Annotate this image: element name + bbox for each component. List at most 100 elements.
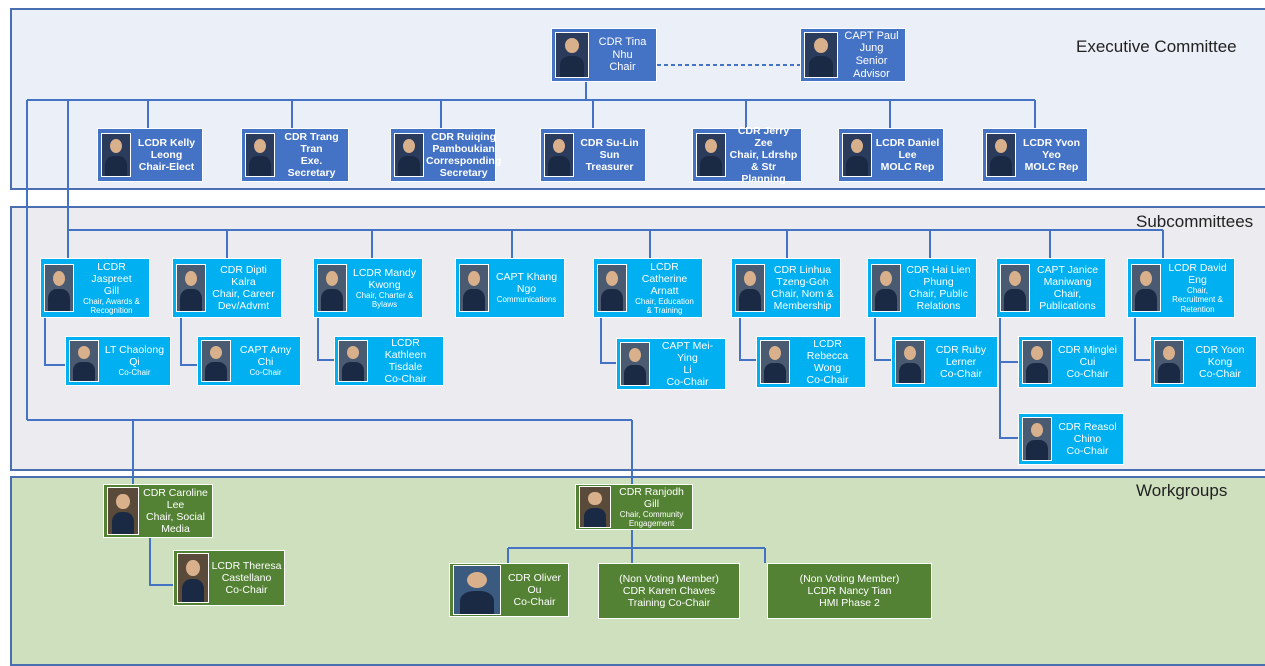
- card-line: Co-Chair: [384, 373, 427, 386]
- card-line: Relations: [916, 300, 961, 313]
- card-line: Co-Chair: [939, 368, 982, 381]
- card-line: LCDR Nancy Tian: [807, 584, 892, 597]
- card-line: Dev/Advmt: [217, 300, 270, 313]
- portrait-photo: [394, 133, 424, 177]
- section-label-workgroups: Workgroups: [1136, 481, 1228, 500]
- card-line: Gill: [103, 284, 120, 297]
- sub-link-7: [1134, 318, 1152, 361]
- card-line: Leong: [150, 148, 183, 161]
- card-line: Senior Advisor: [853, 55, 890, 80]
- portrait-photo: [177, 553, 209, 603]
- card-role-line: Chair, Awards &: [83, 296, 140, 306]
- card-line: Lerner: [945, 355, 977, 368]
- card-line: CDR Minglei: [1058, 343, 1117, 356]
- card-line: Co-Chair: [806, 374, 849, 387]
- sub-link-5: [874, 318, 891, 361]
- card-line: LCDR Theresa: [211, 559, 282, 572]
- card-line: LCDR Kelly: [137, 136, 196, 149]
- card-line: Co-Chair: [513, 596, 556, 609]
- card-line: CDR Trang: [284, 130, 339, 143]
- card-line: Chair-Elect: [138, 161, 195, 174]
- portrait-photo: [804, 32, 838, 78]
- card-line: Phung: [923, 275, 954, 288]
- portrait-photo: [1000, 264, 1030, 312]
- sub-link-1: [180, 316, 198, 366]
- portrait-photo: [459, 264, 489, 312]
- card-line: Membership: [773, 300, 832, 313]
- portrait-photo: [597, 264, 627, 312]
- portrait-photo: [101, 133, 131, 177]
- card-line: CDR Su-Lin Sun: [580, 136, 639, 161]
- card-line: LCDR Jaspreet: [91, 260, 132, 285]
- sub-link-3: [600, 318, 617, 364]
- card-line: CDR Yoon: [1195, 343, 1245, 356]
- section-label-subcommittees: Subcommittees: [1136, 212, 1254, 231]
- portrait-photo: [69, 340, 99, 382]
- card-line: Lee: [898, 148, 917, 161]
- card-role-line: Co-Chair: [249, 368, 282, 378]
- portrait-photo: [1022, 417, 1052, 461]
- card-line: Maniwang: [1043, 275, 1092, 288]
- wg-link-social: [149, 538, 173, 586]
- card-line: CAPT Amy Chi: [239, 344, 292, 369]
- card-line: CDR Dipti Kalra: [220, 263, 267, 288]
- card-line: Jung: [859, 42, 884, 55]
- card-role-line: Chair,: [1187, 286, 1208, 296]
- card-line: (Non Voting Member): [799, 572, 900, 585]
- card-line: Castellano: [221, 571, 272, 584]
- card-line: CDR Reasol: [1058, 420, 1117, 433]
- portrait-photo: [696, 133, 726, 177]
- card-line: Co-Chair: [1198, 368, 1241, 381]
- card-line: Chair, Career: [212, 288, 275, 300]
- card-line: CDR Jerry Zee: [737, 124, 790, 149]
- portrait-photo: [842, 133, 872, 177]
- card-role-line: Communications: [496, 295, 557, 305]
- card-line: Exe. Secretary: [287, 155, 336, 180]
- card-line: Kwong: [368, 278, 401, 291]
- sub-link-4: [739, 318, 757, 361]
- card-line: & Str Planning: [741, 161, 786, 186]
- portrait-photo: [338, 340, 368, 382]
- card-role-line: & Training: [646, 306, 683, 316]
- portrait-photo: [1131, 264, 1161, 312]
- portrait-photo: [544, 133, 574, 177]
- sub-link-2: [317, 318, 334, 361]
- card-line: Tzeng-Goh: [776, 275, 829, 288]
- section-label-executive: Executive Committee: [1076, 37, 1237, 56]
- card-line: Chair: [609, 61, 636, 74]
- card-line: Chair, Nom &: [771, 288, 834, 300]
- portrait-photo: [176, 264, 206, 312]
- card-line: Kong: [1207, 355, 1233, 368]
- card-line: CDR Ranjodh Gill: [619, 485, 684, 510]
